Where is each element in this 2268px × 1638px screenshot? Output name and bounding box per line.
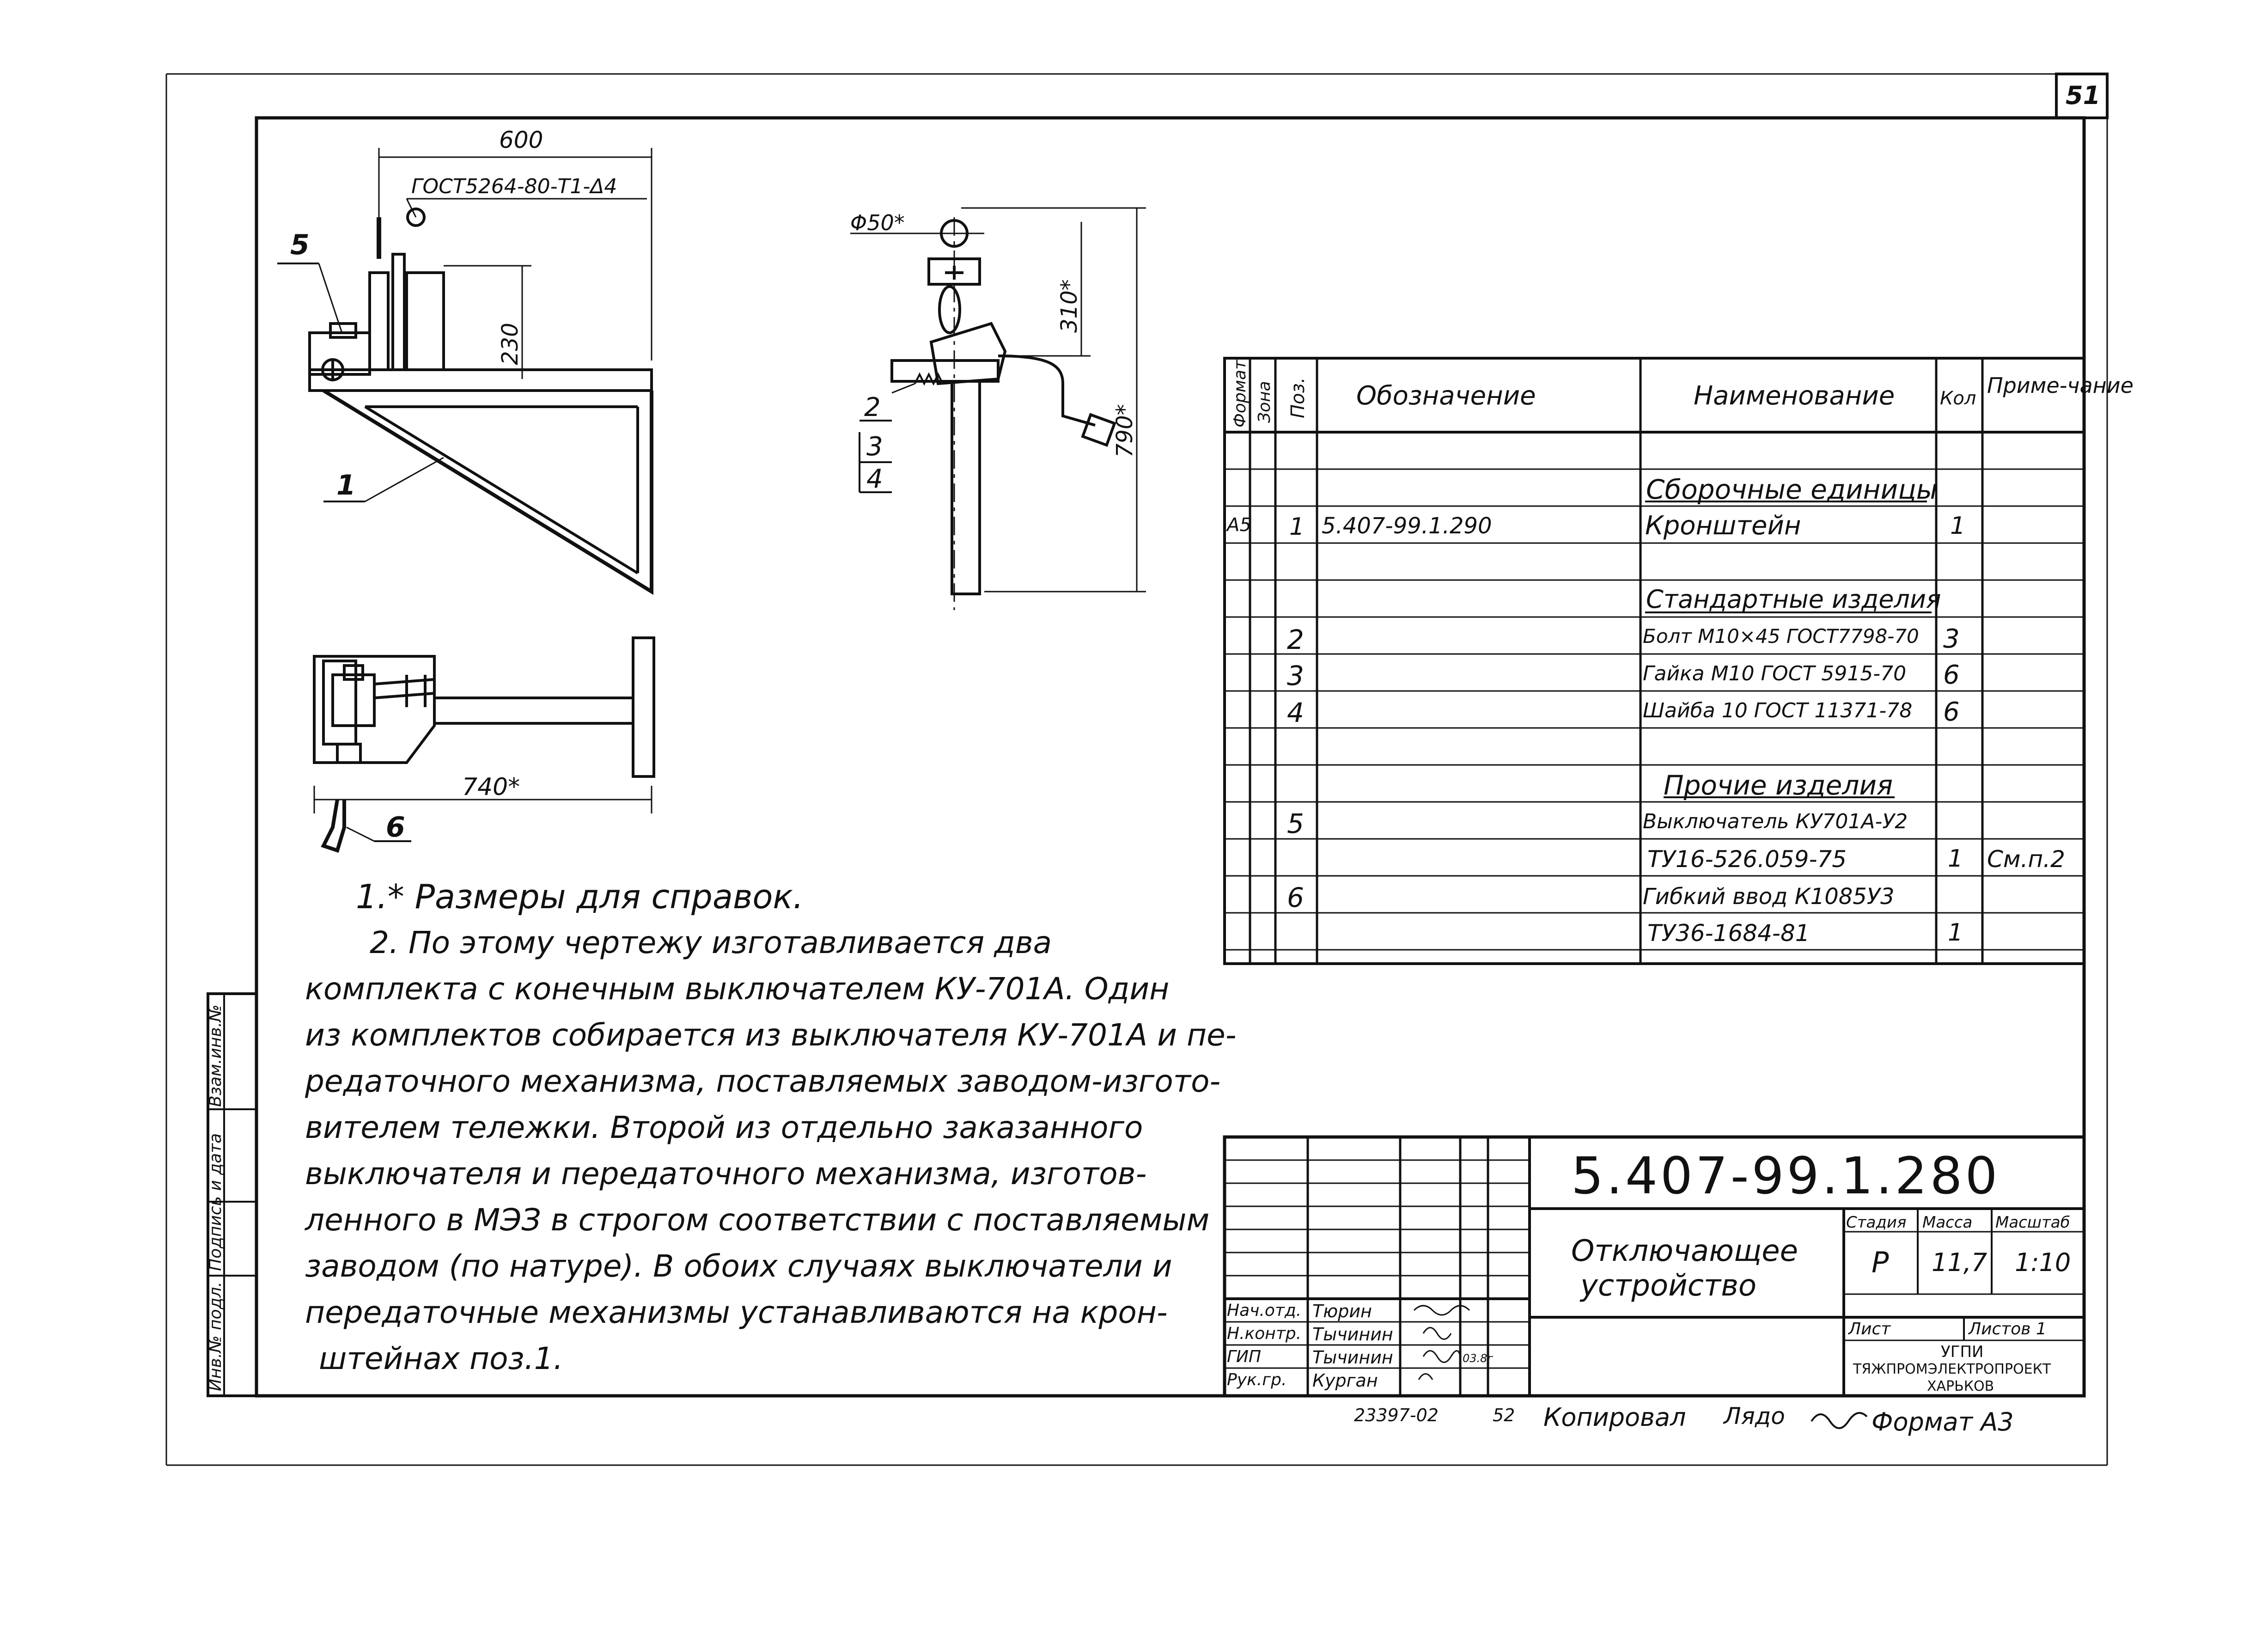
hdr-note: Приме-чание [1987, 373, 2134, 398]
row-pos: 5 [1287, 808, 1304, 839]
row-qty: 6 [1943, 697, 1960, 727]
section-standard: Стандартные изделия [1646, 585, 1941, 614]
hdr-pos: Поз. [1287, 377, 1309, 418]
sheet-number: 51 [2066, 81, 2100, 110]
org-line3: ХАРЬКОВ [1927, 1378, 1994, 1394]
dim-310: 310* [1056, 279, 1082, 333]
row-name: ТУ16-526.059-75 [1647, 846, 1847, 873]
note-line: из комплектов собирается из выключателя … [305, 1017, 1237, 1053]
doc-title-line1: Отключающее [1571, 1234, 1799, 1268]
callout-3: 3 [866, 432, 883, 462]
scale-label: Масштаб [1995, 1213, 2070, 1232]
row-qty: 1 [1948, 919, 1963, 947]
note-line: передаточные механизмы устанавливаются н… [305, 1295, 1168, 1330]
row-pos: 4 [1287, 697, 1304, 728]
footer-page: 52 [1493, 1405, 1515, 1425]
doc-title-line2: устройство [1580, 1269, 1757, 1303]
row-note: См.п.2 [1987, 846, 2065, 873]
bracket-top-view [313, 636, 655, 853]
row-designation: 5.407-99.1.290 [1322, 513, 1492, 539]
row-format: А5 [1227, 514, 1251, 536]
hdr-designation: Обозначение [1356, 381, 1536, 411]
role-label: Н.контр. [1227, 1324, 1302, 1343]
side-stamp-frame [207, 992, 258, 1397]
callout-1: 1 [336, 469, 356, 501]
sheet-label: Лист [1848, 1320, 1891, 1339]
callout-4: 4 [866, 464, 883, 494]
title-block-grid [1223, 1135, 2086, 1398]
note-line: выключателя и передаточного механизма, и… [305, 1156, 1147, 1192]
note-line: заводом (по натуре). В обоих случаях вык… [305, 1248, 1172, 1284]
drawing-notes: 1.* Размеры для справок. 2. По этому чер… [305, 874, 1237, 1382]
signatures [1413, 1305, 1868, 1429]
dim-phi50: Φ50* [850, 210, 905, 235]
row-qty: 3 [1943, 624, 1960, 654]
hdr-qty: Кол [1940, 388, 1976, 409]
dim-600: 600 [499, 127, 543, 153]
org-line2: ТЯЖПРОМЭЛЕКТРОПРОЕКТ [1853, 1361, 2051, 1377]
row-pos: 1 [1289, 513, 1305, 541]
mass-value: 11,7 [1932, 1248, 1988, 1277]
row-pos: 2 [1287, 624, 1304, 655]
stage-label: Стадия [1846, 1213, 1907, 1232]
format-label: Формат А3 [1872, 1407, 2014, 1436]
dim-230: 230 [497, 323, 523, 365]
note-line: 2. По этому чертежу изготавливается два [370, 925, 1052, 960]
mass-label: Масса [1922, 1213, 1973, 1232]
row-name: Болт М10×45 ГОСТ7798-70 [1643, 625, 1919, 648]
hdr-format: Формат [1231, 360, 1250, 428]
role-label: Нач.отд. [1227, 1301, 1302, 1320]
role-name: Тычинин [1312, 1324, 1393, 1345]
sign-date: 03.8г [1463, 1352, 1494, 1365]
row-name: Кронштейн [1645, 511, 1801, 541]
role-label: Рук.гр. [1227, 1370, 1287, 1389]
dim-790: 790* [1112, 404, 1138, 458]
row-name: Гайка М10 ГОСТ 5915-70 [1643, 662, 1907, 685]
spec-table-grid [1223, 357, 2085, 965]
row-pos: 6 [1287, 882, 1304, 913]
scale-value: 1:10 [2015, 1248, 2071, 1277]
role-name: Тюрин [1312, 1301, 1372, 1321]
side-replace: Взам.инв.№ [206, 1004, 225, 1107]
role-name: Тычинин [1312, 1347, 1393, 1368]
doc-number: 5.407-99.1.280 [1571, 1146, 2000, 1205]
row-qty: 6 [1943, 660, 1960, 690]
note-line: ленного в МЭЗ в строгом соответствии с п… [305, 1202, 1210, 1238]
note-line: вителем тележки. Второй из отдельно зака… [305, 1110, 1143, 1145]
row-qty: 1 [1950, 512, 1966, 540]
archive-number: 23397-02 [1354, 1405, 1439, 1425]
hdr-name: Наименование [1694, 381, 1895, 411]
row-name: Выключатель КУ701А-У2 [1643, 810, 1908, 833]
row-qty: 1 [1948, 845, 1963, 873]
section-assembly: Сборочные единицы [1646, 474, 1938, 505]
side-inv: Инв.№ подл. [206, 1282, 225, 1391]
section-other: Прочие изделия [1664, 770, 1893, 801]
role-label: ГИП [1227, 1347, 1262, 1366]
copied-sign: Лядо [1724, 1403, 1785, 1430]
sheet-number-box [2055, 73, 2109, 119]
stage-value: Р [1872, 1246, 1889, 1279]
bracket-side-view [308, 208, 653, 595]
row-name: ТУ36-1684-81 [1647, 920, 1810, 947]
note-line: редаточного механизма, поставляемых заво… [305, 1063, 1221, 1099]
sheets-label: Листов 1 [1969, 1320, 2047, 1339]
callout-6: 6 [386, 811, 405, 843]
org-line1: УГПИ [1941, 1343, 1984, 1361]
note-line: штейнах поз.1. [319, 1341, 563, 1376]
role-name: Курган [1312, 1370, 1378, 1391]
row-pos: 3 [1287, 660, 1304, 691]
weld-note: ГОСТ5264-80-Т1-Δ4 [411, 175, 617, 198]
callout-2: 2 [864, 392, 881, 422]
hdr-zone: Зона [1255, 381, 1274, 423]
note-line: 1.* Размеры для справок. [356, 877, 804, 916]
row-name: Шайба 10 ГОСТ 11371-78 [1643, 699, 1913, 722]
side-sign-date: Подпись и дата [206, 1133, 225, 1271]
copied-label: Копировал [1543, 1403, 1686, 1432]
note-line: комплекта с конечным выключателем КУ-701… [305, 971, 1170, 1007]
dim-740: 740* [462, 773, 520, 801]
callout-5: 5 [290, 229, 310, 261]
row-name: Гибкий ввод К1085У3 [1643, 884, 1895, 910]
